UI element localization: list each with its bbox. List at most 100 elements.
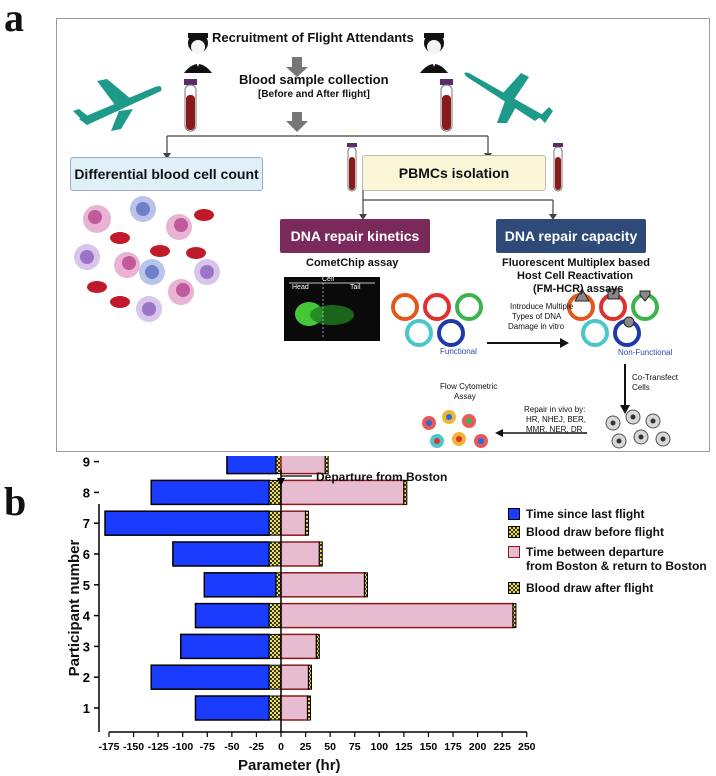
y-tick-label: 3 — [83, 639, 90, 654]
bar-blood-draw-after — [315, 633, 320, 659]
bar-blood-draw-after — [318, 541, 323, 567]
legend-swatch — [508, 582, 520, 594]
airplane-icon-left — [73, 79, 162, 131]
x-tick-label: 125 — [395, 741, 413, 753]
legend-label: Blood draw after flight — [526, 581, 654, 595]
bar-blood-draw-after — [324, 456, 329, 475]
blood-collection-label: Blood sample collection — [239, 72, 389, 87]
legend-item: Blood draw after flight — [508, 581, 653, 595]
dna-repair-kinetics-box: DNA repair kinetics — [280, 219, 430, 253]
comet-cell-label: Cell — [322, 276, 335, 283]
legend-label: Time since last flight — [526, 507, 645, 521]
y-tick-label: 6 — [83, 547, 90, 562]
down-arrow-icon — [286, 57, 308, 77]
legend-swatch — [508, 508, 520, 520]
panel-letter-a: a — [4, 0, 24, 40]
flow-cytometric-label-1: Flow Cytometric — [440, 382, 498, 391]
bar-time-since-last-flight — [194, 695, 270, 721]
x-tick-label: 25 — [300, 741, 312, 753]
y-tick-label: 1 — [83, 701, 90, 716]
x-tick-label: 250 — [518, 741, 536, 753]
bar-blood-draw-after — [308, 664, 312, 690]
comet-head-label: Head — [292, 284, 309, 291]
bar-blood-draw-after — [364, 572, 369, 598]
repair-in-vivo-label-1: Repair in vivo by: — [524, 405, 586, 414]
transfected-cells-illustration — [605, 409, 671, 449]
fmhcr-label-1: Fluorescent Multiplex based — [502, 257, 650, 269]
bar-blood-draw-after — [305, 510, 310, 536]
repair-in-vivo-label-3: MMR, NER, DR — [526, 425, 583, 434]
introduce-damage-label-1: Introduce Multiple — [510, 302, 574, 311]
y-tick-label: 8 — [83, 485, 90, 500]
recruitment-label: Recruitment of Flight Attendants — [212, 30, 414, 45]
bar-blood-draw-before — [268, 479, 282, 505]
x-tick-label: 100 — [371, 741, 389, 753]
pbmc-isolation-box: PBMCs isolation — [362, 155, 546, 191]
y-tick-label: 4 — [83, 609, 91, 624]
panel-letter-b: b — [4, 479, 27, 524]
comet-tail-label: Tail — [350, 284, 361, 291]
repair-in-vivo-label-2: HR, NHEJ, BER, — [526, 415, 587, 424]
bar-time-since-last-flight — [172, 541, 270, 567]
x-tick-label: -75 — [200, 741, 215, 753]
legend-item: Time since last flight — [508, 507, 644, 521]
bar-blood-draw-before — [268, 695, 282, 721]
blood-cells-illustration — [74, 196, 220, 322]
blood-tube-icon-small-right — [553, 143, 563, 192]
x-tick-label: 0 — [278, 741, 284, 753]
introduce-damage-label-2: Types of DNA — [512, 312, 562, 321]
fmhcr-label-3: (FM-HCR) assays — [533, 283, 624, 295]
differential-count-box: Differential blood cell count — [70, 157, 263, 191]
legend-swatch — [508, 526, 520, 538]
introduce-damage-label-3: Damage in vitro — [508, 322, 565, 331]
x-tick-label: 150 — [420, 741, 438, 753]
blood-tube-icon-left — [184, 79, 197, 132]
bar-blood-draw-before — [268, 664, 282, 690]
x-tick-label: -100 — [172, 741, 193, 753]
flow-cytometry-cells-illustration — [422, 410, 488, 448]
bar-time-between — [280, 664, 310, 690]
bar-time-since-last-flight — [203, 572, 277, 598]
annotation-arrowhead — [277, 478, 285, 486]
bar-blood-draw-before — [268, 633, 282, 659]
y-axis-title: Participant number — [66, 539, 83, 677]
bar-time-between — [280, 633, 318, 660]
y-tick-label: 7 — [83, 516, 90, 531]
bar-blood-draw-before — [268, 603, 282, 629]
cometchip-label: CometChip assay — [306, 257, 399, 269]
bar-blood-draw-before — [268, 510, 282, 536]
bar-time-since-last-flight — [150, 664, 270, 690]
x-tick-label: -175 — [98, 741, 119, 753]
blood-tube-icon-small-left — [347, 143, 357, 192]
cotransfect-label-1: Co-Transfect — [632, 373, 678, 382]
cotransfect-label-2: Cells — [632, 383, 650, 392]
x-tick-label: 175 — [444, 741, 462, 753]
bar-time-between — [280, 541, 321, 567]
x-tick-label: -150 — [123, 741, 144, 753]
dna-repair-capacity-box: DNA repair capacity — [496, 219, 646, 253]
functional-label: Functional — [440, 347, 477, 356]
y-tick-label: 2 — [83, 670, 90, 685]
flow-cytometric-label-2: Assay — [454, 392, 476, 401]
plasmids-non-functional — [567, 293, 659, 347]
plasmids-functional — [391, 293, 483, 347]
x-axis-title: Parameter (hr) — [238, 757, 341, 774]
fmhcr-label-2: Host Cell Reactivation — [517, 270, 634, 282]
down-arrow-icon — [286, 112, 308, 132]
flight-attendant-icon-left — [184, 33, 212, 73]
bar-time-since-last-flight — [194, 602, 270, 629]
x-tick-label: 50 — [324, 741, 336, 753]
x-tick-label: 225 — [493, 741, 511, 753]
bar-blood-draw-after — [403, 479, 408, 505]
x-tick-label: 75 — [349, 741, 361, 753]
bar-time-between — [280, 572, 366, 598]
bar-time-between — [280, 695, 309, 721]
y-tick-label: 5 — [83, 578, 90, 593]
legend-label: Blood draw before flight — [526, 525, 664, 539]
bar-time-since-last-flight — [104, 510, 270, 536]
bar-time-between — [280, 510, 307, 536]
legend-swatch — [508, 546, 520, 558]
